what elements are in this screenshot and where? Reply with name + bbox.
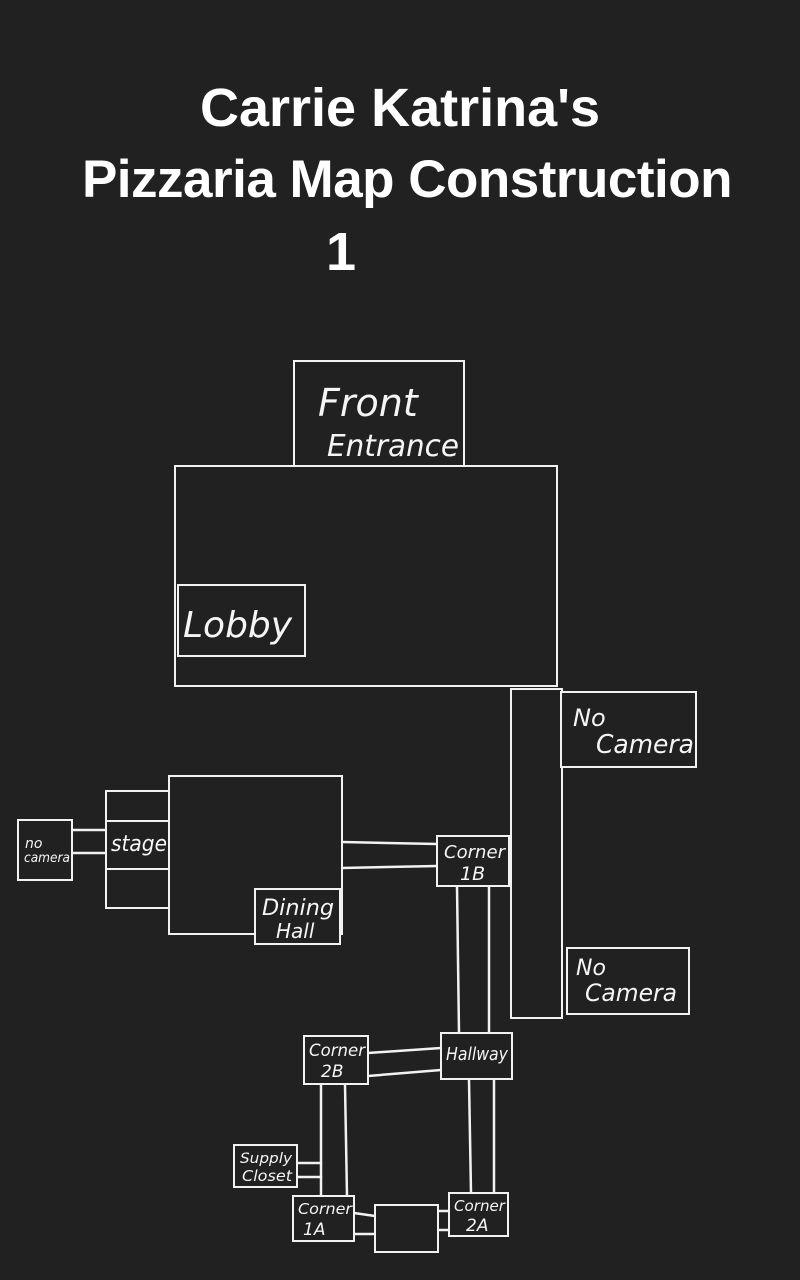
corner-2b-label-2: 2B (321, 1062, 343, 1082)
lobby: Lobby (174, 465, 558, 687)
corridors (70, 738, 563, 1236)
corridor-2b-1a-right (343, 1083, 349, 1198)
corner-1b: Corner 1B (436, 835, 510, 887)
hallway: Hallway (440, 1032, 513, 1080)
no-camera-upper: No Camera (560, 691, 697, 768)
no-camera-upper-label-1: No (573, 704, 606, 732)
no-camera-left-box (17, 819, 73, 881)
corner-1b-box (436, 835, 510, 887)
no-camera-lower-label-1: No (576, 956, 606, 981)
unlabeled-room-box (374, 1204, 439, 1253)
front-entrance-box (293, 360, 465, 468)
title-line-2: Pizzaria Map Construction (81, 150, 733, 209)
corner-1b-label-2: 1B (460, 863, 485, 885)
corridor-1a-middle-top (352, 1211, 377, 1218)
lobby-label-box (177, 584, 306, 657)
corner-2b: Corner 2B (303, 1035, 369, 1085)
corridor-hallway-2a-left (467, 1078, 473, 1195)
no-camera-upper-box (560, 691, 697, 768)
supply-closet-label-2: Closet (242, 1167, 293, 1185)
supply-closet: Supply Closet (233, 1144, 298, 1188)
stage: stage (105, 790, 170, 909)
corner-2a-box (448, 1192, 509, 1237)
corner-1a: Corner 1A (292, 1195, 355, 1242)
corner-1b-label-1: Corner (444, 842, 507, 863)
corner-1a-label-2: 1A (303, 1220, 325, 1240)
dining-hall: Dining Hall (168, 775, 343, 945)
east-hallway-box (510, 688, 563, 1019)
lobby-label: Lobby (183, 605, 293, 646)
hallway-label: Hallway (446, 1044, 508, 1065)
front-entrance-label-1: Front (318, 381, 420, 425)
no-camera-left: no camera (17, 819, 73, 881)
dining-hall-label-1: Dining (262, 896, 334, 921)
no-camera-lower-label-2: Camera (585, 979, 677, 1007)
corner-2b-label-1: Corner (309, 1041, 366, 1061)
page-title: Carrie Katrina's Pizzaria Map Constructi… (0, 72, 800, 288)
front-entrance: Front Entrance (293, 360, 465, 468)
corner-2b-box (303, 1035, 369, 1085)
no-camera-lower-box (566, 947, 690, 1015)
dining-hall-label-box (254, 888, 341, 945)
corridor-1b-hallway-left (455, 884, 461, 1035)
title-line-3: 1 (325, 222, 357, 282)
stage-box-bottom (105, 868, 170, 909)
corner-1a-box (292, 1195, 355, 1242)
stage-box-top (105, 790, 170, 822)
front-entrance-label-2: Entrance (327, 429, 459, 464)
corner-2a-label-2: 2A (466, 1216, 488, 1236)
east-hallway (510, 688, 563, 1019)
corridor-hallway-2b-top (366, 1046, 443, 1055)
corridor-dining-1b-top (340, 840, 439, 846)
dining-hall-label-2: Hall (276, 919, 315, 943)
corridor-dining-1b-bottom (340, 864, 439, 870)
unlabeled-room (374, 1204, 439, 1253)
title-line-1: Carrie Katrina's (199, 78, 601, 138)
stage-label: stage (111, 832, 167, 857)
corner-2a: Corner 2A (448, 1192, 509, 1237)
hallway-box (440, 1032, 513, 1080)
no-camera-lower: No Camera (566, 947, 690, 1015)
no-camera-upper-label-2: Camera (596, 730, 694, 760)
no-camera-left-label-2: camera (24, 851, 70, 866)
no-camera-left-label-1: no (25, 836, 42, 852)
supply-closet-box (233, 1144, 298, 1188)
corner-2a-label-1: Corner (454, 1197, 506, 1215)
corridor-hallway-2b-bottom (366, 1068, 443, 1078)
corner-1a-label-1: Corner (298, 1200, 353, 1218)
supply-closet-label-1: Supply (240, 1151, 293, 1167)
